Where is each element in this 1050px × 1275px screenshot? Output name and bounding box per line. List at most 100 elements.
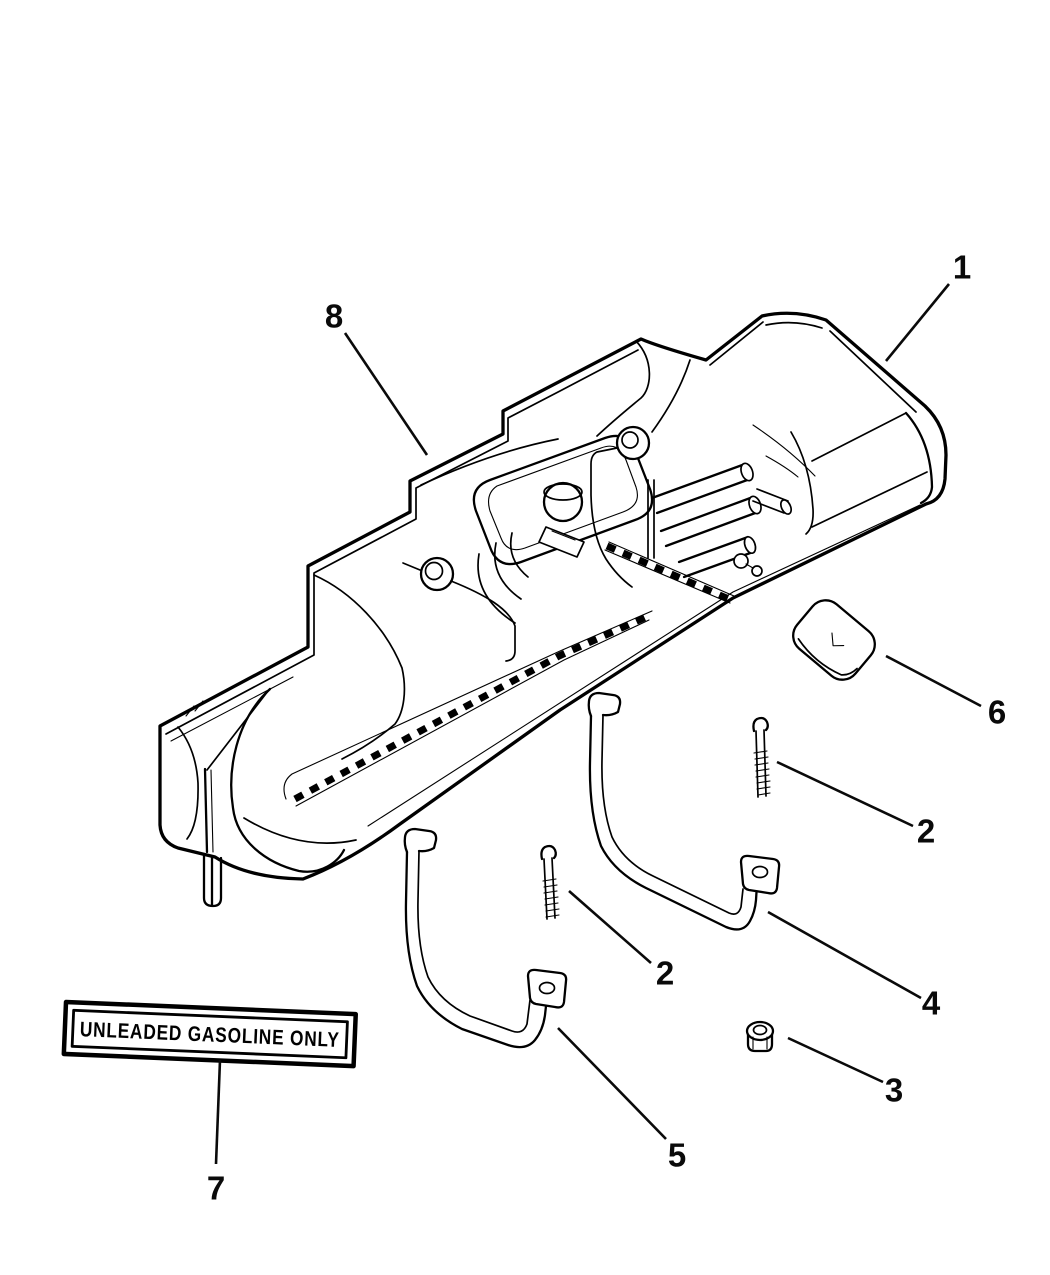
heat-shield-body <box>792 599 876 681</box>
tank-plateau-inner-edge <box>765 321 823 329</box>
strap-front-hook <box>403 827 438 854</box>
fitting-tube-1 <box>650 462 752 515</box>
tank-valley-crease-right <box>651 359 691 433</box>
tank-bottom-crease <box>243 817 357 844</box>
fuel-tank <box>158 311 948 908</box>
j-bolt-lower-hook <box>540 844 557 861</box>
label-plate-inner-border <box>70 1008 349 1060</box>
seam-left-upper-line <box>283 610 653 800</box>
callout-6-number: 6 <box>988 694 1006 731</box>
fitting-knob-small <box>751 565 763 577</box>
callout-6-leader-line <box>885 654 982 708</box>
fitting-tube-3-end <box>743 535 757 555</box>
callout-4-number: 4 <box>922 985 941 1022</box>
filler-cap-front-stub <box>402 562 421 571</box>
callout-2-number: 2 <box>917 813 935 850</box>
strap-rear-outer-edge <box>588 714 759 931</box>
callout-5-number: 5 <box>668 1137 686 1174</box>
tank-bottom-inner-edge <box>367 504 921 827</box>
label-plate: UNLEADED GASOLINE ONLY <box>61 999 358 1069</box>
filler-cap-front <box>419 556 455 592</box>
pump-base-fitting <box>538 526 585 558</box>
tank-right-face-bottom-line <box>811 471 928 528</box>
tank-flange-inner-line <box>165 349 639 735</box>
pump-arc-1 <box>509 532 529 578</box>
strap-front-outer-edge <box>404 850 549 1049</box>
tank-platform-back-edge <box>420 438 559 486</box>
callout-2-leader-line <box>776 760 914 828</box>
j-bolt-upper-threads <box>753 750 771 796</box>
pump-arc-2 <box>493 542 522 600</box>
pump-arc-3 <box>477 553 516 624</box>
end-cap-face-oval <box>177 726 199 840</box>
filler-cap-front-inner <box>424 561 444 581</box>
callout-4-leader-line <box>767 910 922 1000</box>
filler-cap-rear-tube <box>590 447 633 588</box>
pump-dome <box>542 481 584 523</box>
heat-shield <box>792 599 876 681</box>
end-cap-bracket-tab <box>202 852 223 908</box>
tank-right-face-corner-arc <box>904 411 934 505</box>
end-cap-right-edge-inner <box>210 769 214 853</box>
end-cap-top-edge <box>206 690 269 771</box>
seam-left-tick-band <box>293 613 648 803</box>
seam-right-tick-band <box>605 542 733 604</box>
tank-right-face-crease-b <box>765 455 799 478</box>
fitting-knob-large <box>733 553 749 569</box>
j-bolt-upper-hook <box>752 716 769 733</box>
tank-strap-front <box>403 827 568 1049</box>
fitting-stub <box>752 488 789 514</box>
seam-left-lower-line <box>295 619 650 807</box>
callout-3-number: 3 <box>885 1072 903 1109</box>
nut-hole <box>752 1024 768 1036</box>
strap-rear-hook <box>587 691 622 718</box>
callout-8-number: 8 <box>325 298 343 335</box>
j-bolt-lower <box>540 844 560 920</box>
callout-2-leader-line <box>568 890 652 964</box>
strap-front-foot-hole <box>538 981 556 995</box>
heat-shield-tick <box>831 632 845 647</box>
callout-layer: 1 8 6 2 2 4 3 5 7 <box>207 249 1006 1207</box>
callout-5-leader-line <box>557 1027 667 1140</box>
callout-7-number: 7 <box>207 1170 225 1207</box>
j-bolt-upper <box>752 716 771 798</box>
filler-cap-rear <box>615 425 651 461</box>
fitting-tube-2 <box>659 495 760 548</box>
heat-shield-edge-line <box>797 638 858 676</box>
pump-base-fitting-line <box>551 530 576 541</box>
callout-1-leader-line <box>884 283 951 362</box>
fitting-tube-1-end <box>740 462 754 482</box>
fitting-knob-link <box>745 563 754 569</box>
strap-front-inner-edge <box>417 850 531 1033</box>
tank-right-face-left-crease <box>790 431 814 535</box>
strap-front-foot <box>526 968 568 1009</box>
fitting-stub-end <box>779 499 793 515</box>
tank-left-bulge-crease <box>313 574 406 760</box>
filler-cap-rear-inner <box>621 431 639 449</box>
fuel-pipe-vertical <box>647 479 655 559</box>
tank-valley-crease-left <box>596 340 651 437</box>
nut-facet-lines <box>752 1036 768 1050</box>
nut-flange <box>745 1020 775 1042</box>
pump-dome-cap <box>543 483 583 501</box>
tank-flange-tick-marks <box>185 700 204 717</box>
filler-cap-front-tube <box>450 580 516 662</box>
callout-7-leader-line <box>214 1059 222 1165</box>
j-bolt-lower-threads <box>542 878 560 918</box>
strap-rear-foot <box>739 854 781 895</box>
callout-1-number: 1 <box>953 249 971 286</box>
tank-hump-inner-edge <box>709 321 764 366</box>
end-cap-right-edge <box>203 767 209 854</box>
callout-8-leader-line <box>343 332 429 456</box>
tank-front-corner-curve <box>230 687 346 873</box>
tank-flange-second-line <box>170 676 294 742</box>
strap-rear-foot-hole <box>751 865 769 879</box>
callout-3-leader-line <box>787 1036 884 1084</box>
tank-right-face-top-line <box>811 412 907 462</box>
tank-strap-rear <box>587 691 781 931</box>
callout-2-number: 2 <box>656 955 674 992</box>
tank-right-face-crease-a <box>752 424 816 477</box>
strap-rear-inner-edge <box>601 714 744 915</box>
